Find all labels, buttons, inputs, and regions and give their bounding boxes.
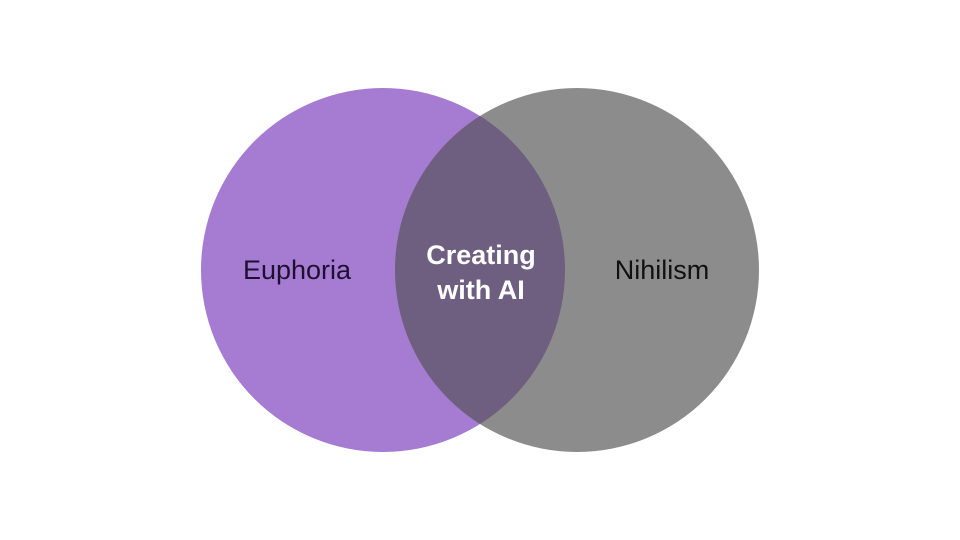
- intersection-region: [395, 88, 565, 452]
- euphoria-label: Euphoria: [242, 255, 352, 285]
- intersection-label-line1: Creating: [426, 240, 536, 270]
- intersection-label-line2: with AI: [437, 275, 525, 305]
- nihilism-label: Nihilism: [614, 255, 710, 285]
- intersection-label: Creating with AI: [396, 238, 566, 308]
